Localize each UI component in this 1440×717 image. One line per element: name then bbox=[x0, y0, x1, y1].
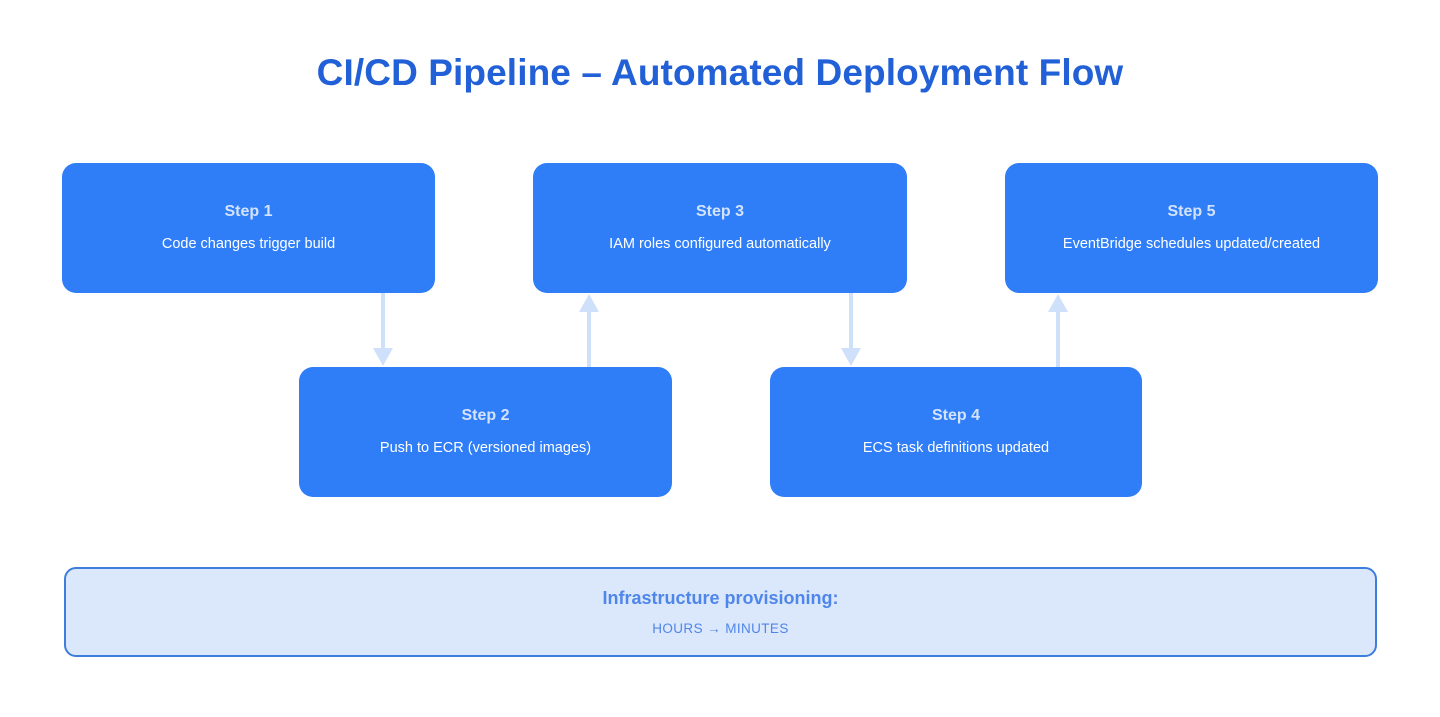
arrow-down-icon-step1-step2 bbox=[372, 293, 394, 367]
arrow-down-icon-step3-step4 bbox=[840, 293, 862, 367]
step-5-description: EventBridge schedules updated/created bbox=[1062, 236, 1321, 252]
summary-banner: Infrastructure provisioning: HOURS → MIN… bbox=[64, 567, 1377, 657]
arrow-up-icon-step4-step5 bbox=[1047, 293, 1069, 367]
step-3-title: Step 3 bbox=[695, 203, 744, 220]
step-1-description: Code changes trigger build bbox=[161, 236, 336, 252]
summary-banner-title: Infrastructure provisioning: bbox=[602, 587, 839, 608]
arrow-up-icon-step2-step3 bbox=[578, 293, 600, 367]
step-4-title: Step 4 bbox=[931, 407, 980, 424]
step-box-1[interactable]: Step 1 Code changes trigger build bbox=[62, 163, 435, 293]
step-5-title: Step 5 bbox=[1167, 203, 1216, 220]
step-3-description: IAM roles configured automatically bbox=[609, 236, 831, 252]
step-box-4[interactable]: Step 4 ECS task definitions updated bbox=[770, 367, 1142, 497]
step-box-3[interactable]: Step 3 IAM roles configured automaticall… bbox=[533, 163, 907, 293]
step-box-5[interactable]: Step 5 EventBridge schedules updated/cre… bbox=[1005, 163, 1378, 293]
step-4-description: ECS task definitions updated bbox=[862, 440, 1050, 456]
step-2-description: Push to ECR (versioned images) bbox=[379, 440, 592, 456]
page-title: CI/CD Pipeline – Automated Deployment Fl… bbox=[316, 52, 1124, 93]
summary-banner-subtitle: HOURS → MINUTES bbox=[652, 620, 789, 636]
step-1-title: Step 1 bbox=[224, 203, 273, 220]
step-2-title: Step 2 bbox=[461, 407, 510, 424]
step-box-2[interactable]: Step 2 Push to ECR (versioned images) bbox=[299, 367, 672, 497]
